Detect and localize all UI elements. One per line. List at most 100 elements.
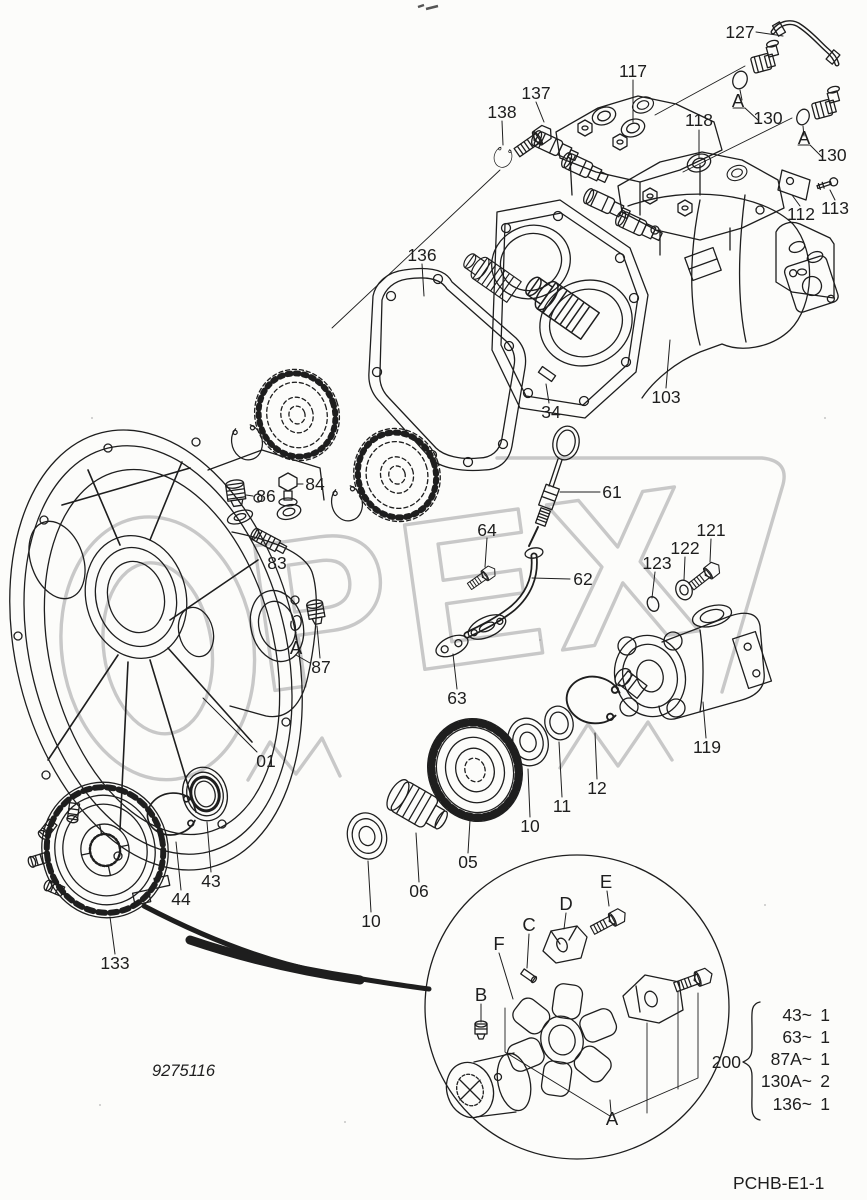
page-code: PCHB-E1-1 — [733, 1173, 824, 1193]
callout-11: 11 — [553, 796, 571, 816]
ref-row: 63~ — [782, 1027, 812, 1047]
ref-row: 87A~ — [771, 1049, 812, 1069]
callout-01: 01 — [256, 751, 275, 771]
callout-122: 122 — [670, 538, 699, 558]
ref-qty: 1 — [820, 1027, 830, 1047]
detail-swoosh — [141, 903, 432, 992]
callout-118: 118 — [685, 110, 713, 130]
callout-05: 05 — [458, 852, 477, 872]
ref-qty: 1 — [820, 1049, 830, 1069]
ref-row: 130A~ — [761, 1071, 812, 1091]
coupling-hub — [445, 1052, 532, 1119]
inset-letter-E: E — [600, 871, 612, 892]
inset-letter-B: B — [475, 984, 487, 1005]
scan-smudge — [417, 3, 439, 11]
scan-noise — [91, 417, 826, 1123]
callout-137: 137 — [521, 83, 550, 103]
pipe-and-fittings — [732, 20, 847, 126]
callout-34: 34 — [541, 402, 561, 422]
damper-133 — [26, 781, 171, 919]
set-screw-B — [474, 1020, 488, 1040]
collar-11 — [544, 705, 574, 741]
watermark: PEX — [59, 437, 786, 782]
ref-row: 136~ — [773, 1094, 812, 1114]
callout-130b: 130 — [817, 145, 846, 165]
callout-113: 113 — [821, 198, 849, 218]
inset-circle — [424, 854, 730, 1160]
callout-86: 86 — [256, 486, 275, 506]
pilot-pump — [613, 604, 773, 720]
callout-138: 138 — [487, 102, 516, 122]
leader-lines — [109, 31, 836, 1113]
main-pump-assembly — [458, 93, 839, 419]
callout-06: 06 — [409, 881, 428, 901]
ref-qty: 1 — [820, 1094, 830, 1114]
callout-12: 12 — [587, 778, 606, 798]
ref-qty: 2 — [820, 1071, 830, 1091]
callout-133: 133 — [100, 953, 129, 973]
inset-letter-A: A — [606, 1108, 619, 1129]
callout-63: 63 — [447, 688, 466, 708]
callout-87: 87 — [311, 657, 330, 677]
o-ring-A — [290, 614, 302, 632]
callout-83: 83 — [267, 553, 286, 573]
callout-127: 127 — [725, 22, 754, 42]
callout-10-right: 10 — [520, 816, 540, 836]
callout-43: 43 — [201, 871, 220, 891]
callout-103: 103 — [651, 387, 680, 407]
ref-group-200: 200 — [712, 1052, 741, 1072]
inset-letter-D: D — [559, 893, 572, 914]
callout-123: 123 — [642, 553, 671, 573]
gasket-136 — [368, 267, 527, 472]
ref-row: 43~ — [782, 1005, 812, 1025]
inset-letter-C: C — [522, 914, 535, 935]
bearing-10 — [341, 807, 393, 865]
callout-labels: 127 117 137 138 118 A 130 A 130 113 112 … — [100, 22, 849, 1129]
callout-10-left: 10 — [361, 911, 381, 931]
bolt-E — [588, 906, 630, 938]
inset-letter-F: F — [493, 933, 504, 954]
callout-A-1: A — [732, 90, 745, 111]
callout-117: 117 — [619, 61, 647, 81]
watermark-wedge — [495, 456, 786, 694]
o-ring-123 — [646, 596, 660, 612]
gear-train — [341, 671, 623, 865]
watermark-fragment — [246, 736, 342, 782]
damper-group — [26, 766, 229, 919]
callout-A-side: A — [290, 637, 303, 658]
coupling-spider-F — [506, 983, 618, 1097]
dipstick-and-tube — [435, 425, 580, 658]
pin-C — [520, 968, 538, 984]
ref-qty: 1 — [820, 1005, 830, 1025]
block-and-bolt-right — [622, 974, 684, 1024]
callout-A-2: A — [798, 127, 811, 148]
callout-84: 84 — [305, 474, 325, 494]
flywheel-housing — [9, 429, 325, 871]
callout-136: 136 — [407, 245, 436, 265]
washer-122 — [675, 579, 693, 601]
pilot-pump-hardware — [646, 559, 724, 612]
callout-112: 112 — [787, 204, 815, 224]
callout-64: 64 — [477, 520, 497, 540]
callout-130a: 130 — [753, 108, 782, 128]
callout-119: 119 — [693, 737, 721, 757]
drawing-number: 9275116 — [152, 1062, 216, 1080]
slider-block-D — [542, 925, 588, 964]
coupling-06 — [386, 779, 448, 830]
gear-05 — [414, 706, 536, 834]
ref-table: 200 43~ 1 63~ 1 87A~ 1 130A~ 2 136~ 1 — [712, 1001, 830, 1121]
seal-43 — [181, 766, 229, 822]
watermark-fragment — [558, 720, 674, 770]
bolt-137-ring-138 — [491, 121, 556, 170]
callout-61: 61 — [602, 482, 621, 502]
o-ring-A — [732, 70, 748, 90]
o-ring-A — [796, 108, 810, 126]
callout-62: 62 — [573, 569, 592, 589]
housing-plugs — [225, 472, 326, 632]
ref-table-brace — [742, 1001, 761, 1121]
inset-detail — [424, 854, 730, 1160]
callout-44: 44 — [171, 889, 191, 909]
inset-plate-A — [504, 991, 699, 1117]
